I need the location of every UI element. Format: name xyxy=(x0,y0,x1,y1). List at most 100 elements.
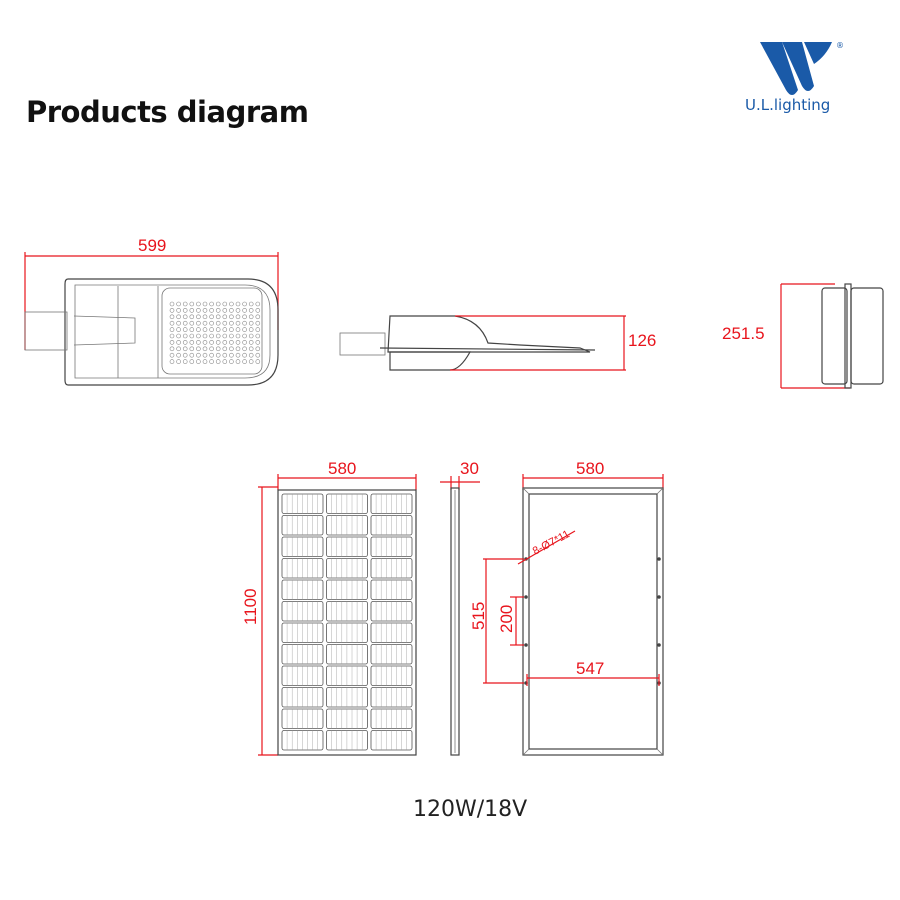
led-chip xyxy=(242,346,247,352)
led-chip xyxy=(176,352,181,358)
led-chip xyxy=(248,340,254,345)
led-chip xyxy=(242,333,247,339)
panel-thickness-dimension: 30 xyxy=(460,459,479,478)
led-chip xyxy=(189,352,195,358)
hole-spec-label: 8-Ø7*11 xyxy=(531,528,572,557)
led-chip xyxy=(235,301,241,307)
led-chip xyxy=(248,352,254,358)
led-chip xyxy=(255,359,261,364)
led-chip xyxy=(189,301,195,307)
led-chip xyxy=(242,327,247,332)
led-chip xyxy=(169,340,175,345)
led-chip xyxy=(182,301,188,307)
led-chip xyxy=(242,314,247,320)
led-chip xyxy=(176,327,181,332)
solar-panel-front-view: 580 1100 xyxy=(241,459,417,756)
led-chip xyxy=(176,359,181,364)
led-chip xyxy=(209,320,214,326)
led-chip xyxy=(222,333,228,339)
led-chip xyxy=(215,346,221,352)
led-chip xyxy=(176,333,181,339)
led-chip xyxy=(215,327,221,332)
led-chip xyxy=(235,333,241,339)
led-chip xyxy=(202,359,208,364)
panel-width-dimension: 580 xyxy=(328,459,356,478)
led-chip xyxy=(242,301,247,307)
light-top-view: 599 xyxy=(24,236,279,386)
brand-name: U.L.lighting xyxy=(745,96,831,114)
led-chip xyxy=(189,333,195,339)
light-side-view: 126 xyxy=(339,315,656,371)
led-chip xyxy=(182,352,188,358)
led-chip xyxy=(242,320,247,326)
hole-span-dimension: 515 xyxy=(469,602,488,630)
led-chip xyxy=(182,346,188,352)
led-chip xyxy=(176,346,181,352)
led-chip xyxy=(182,308,188,313)
length-dimension: 599 xyxy=(138,236,166,255)
led-chip xyxy=(169,308,175,313)
led-chip xyxy=(169,314,175,320)
led-chip xyxy=(182,320,188,326)
led-chip xyxy=(229,301,234,307)
brand-logo-icon: ® xyxy=(760,41,844,95)
back-width-dimension: 580 xyxy=(576,459,604,478)
led-chip xyxy=(222,327,228,332)
led-chip xyxy=(202,352,208,358)
led-chip xyxy=(196,352,201,358)
led-chip xyxy=(248,301,254,307)
led-chip xyxy=(248,333,254,339)
led-chip xyxy=(176,314,181,320)
led-chip xyxy=(196,359,201,364)
led-chip xyxy=(255,308,261,313)
led-chip xyxy=(229,327,234,332)
led-chip xyxy=(169,320,175,326)
led-chip xyxy=(169,346,175,352)
led-chip xyxy=(215,314,221,320)
led-chip xyxy=(222,346,228,352)
led-chip xyxy=(242,359,247,364)
led-chip xyxy=(255,320,261,326)
led-chip xyxy=(229,359,234,364)
led-chip xyxy=(176,301,181,307)
led-chip xyxy=(196,346,201,352)
led-chip xyxy=(222,352,228,358)
light-end-view: 251.5 xyxy=(722,283,884,389)
panel-height-dimension: 1100 xyxy=(241,588,260,625)
led-chip xyxy=(235,320,241,326)
led-chip xyxy=(235,346,241,352)
led-chip xyxy=(248,320,254,326)
led-chip xyxy=(222,340,228,345)
led-chip xyxy=(202,308,208,313)
led-chip xyxy=(182,340,188,345)
led-chip xyxy=(215,352,221,358)
led-chip xyxy=(248,346,254,352)
height-dimension: 126 xyxy=(628,331,656,350)
hole-spacing-dimension: 200 xyxy=(497,605,516,633)
led-chip xyxy=(182,333,188,339)
led-chip xyxy=(189,320,195,326)
led-chip xyxy=(248,327,254,332)
led-chip xyxy=(196,301,201,307)
led-chip xyxy=(202,346,208,352)
led-chip xyxy=(229,320,234,326)
led-chip xyxy=(248,359,254,364)
led-chip xyxy=(209,352,214,358)
led-chip xyxy=(235,352,241,358)
led-chip xyxy=(209,301,214,307)
led-chip xyxy=(169,327,175,332)
led-chip xyxy=(209,346,214,352)
led-chip xyxy=(235,359,241,364)
led-chip xyxy=(215,333,221,339)
led-chip xyxy=(222,359,228,364)
led-chip xyxy=(222,320,228,326)
led-chip xyxy=(215,359,221,364)
led-chip xyxy=(202,333,208,339)
led-chip xyxy=(176,320,181,326)
led-chip xyxy=(235,314,241,320)
registered-mark: ® xyxy=(836,41,844,50)
led-chip xyxy=(229,314,234,320)
led-chip xyxy=(255,327,261,332)
led-chip xyxy=(255,340,261,345)
led-chip xyxy=(196,340,201,345)
